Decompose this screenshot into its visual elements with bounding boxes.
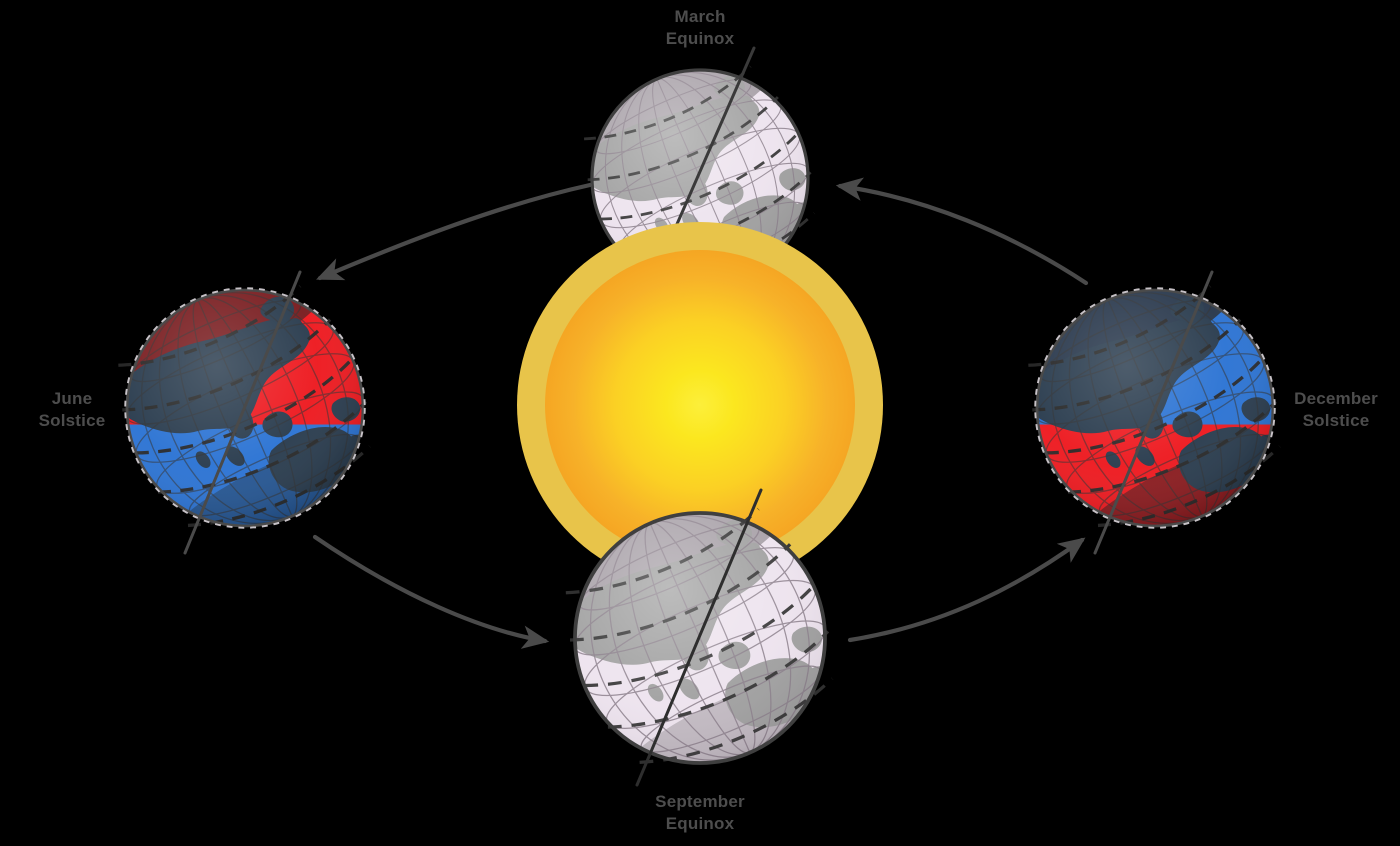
arrow-march-to-june — [316, 182, 593, 281]
arrow-june-to-september — [312, 534, 550, 649]
axis-line-december-solstice — [1093, 270, 1214, 555]
arrow-september-to-december — [847, 537, 1086, 643]
sun — [517, 222, 883, 588]
label-december-solstice: December Solstice — [1294, 389, 1378, 430]
globe-june-solstice — [88, 251, 402, 565]
orbit-arrows — [312, 177, 1089, 649]
label-june-solstice: June Solstice — [38, 389, 106, 430]
label-september-equinox: September Equinox — [655, 792, 745, 833]
arrow-december-to-march — [835, 177, 1089, 286]
globe-december-solstice — [998, 251, 1312, 565]
sun-core — [545, 250, 855, 560]
axis-line-september-equinox — [635, 488, 763, 787]
label-march-equinox: March Equinox — [665, 7, 735, 48]
axis-line-june-solstice — [183, 270, 302, 555]
